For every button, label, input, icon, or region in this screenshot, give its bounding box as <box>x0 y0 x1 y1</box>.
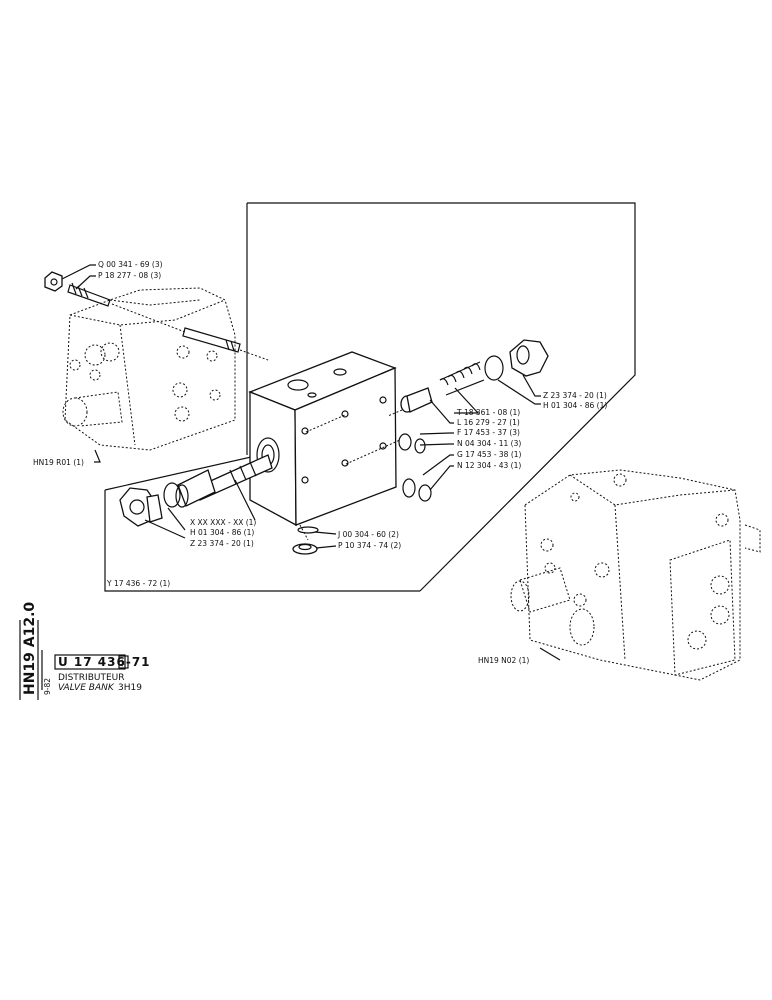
sheet-code: HN19 A12.0 <box>22 602 38 695</box>
label-l-16-279-27: L 16 279 - 27 (1) <box>457 418 520 427</box>
label-hn19-r01: HN19 R01 (1) <box>33 458 84 467</box>
relief-valve-assembly <box>387 339 549 417</box>
label-q-00-341-69: Q 00 341 - 69 (3) <box>98 260 163 269</box>
o-rings-group <box>292 433 432 555</box>
label-h-01-304-86-right: H 01 304 - 86 (1) <box>543 401 607 410</box>
part-number: U 17 436-71 <box>58 655 151 669</box>
part-symbol: ‡ <box>120 659 125 669</box>
tie-rod-bolt <box>44 271 269 361</box>
label-n-04-304-11: N 04 304 - 11 (3) <box>457 439 521 448</box>
sheet-date: 9-82 <box>43 678 52 695</box>
label-hn19-n02: HN19 N02 (1) <box>478 656 529 665</box>
label-z-23-374-20-left: Z 23 374 - 20 (1) <box>190 539 254 548</box>
label-n-12-304-43: N 12 304 - 43 (1) <box>457 461 521 470</box>
title-fr: DISTRIBUTEUR <box>58 673 125 683</box>
label-y-17-436-72: Y 17 436 - 72 (1) <box>106 579 170 588</box>
label-x-xx-xxx-xx: X XX XXX - XX (1) <box>190 518 256 527</box>
spool-assembly <box>175 454 273 521</box>
label-z-23-374-20-right: Z 23 374 - 20 (1) <box>543 391 607 400</box>
assembly-frame <box>104 202 636 592</box>
left-plug-and-oring <box>119 482 186 539</box>
label-p-10-374-74: P 10 374 - 74 (2) <box>338 541 401 550</box>
right-housing-hn19-n02 <box>510 469 761 681</box>
label-p-18-277-08: P 18 277 - 08 (3) <box>98 271 161 280</box>
leader-lines <box>61 264 561 661</box>
label-g-17-453-38: G 17 453 - 38 (1) <box>457 450 522 459</box>
title-en: VALVE BANK <box>58 683 115 693</box>
label-j-00-304-60: J 00 304 - 60 (2) <box>337 530 399 539</box>
model-code: 3H19 <box>118 683 142 693</box>
label-t-18-361-08: T 18 361 - 08 (1) <box>456 408 520 417</box>
left-housing-hn19-r01 <box>62 287 236 451</box>
label-f-17-453-37: F 17 453 - 37 (3) <box>457 428 520 437</box>
label-h-01-304-86-left: H 01 304 - 86 (1) <box>190 528 254 537</box>
part-labels: Q 00 341 - 69 (3) P 18 277 - 08 (3) HN19… <box>33 260 607 665</box>
title-block: HN19 A12.0 9-82 U 17 436-71 ‡ DISTRIBUTE… <box>19 602 151 700</box>
central-valve-block <box>248 351 401 541</box>
